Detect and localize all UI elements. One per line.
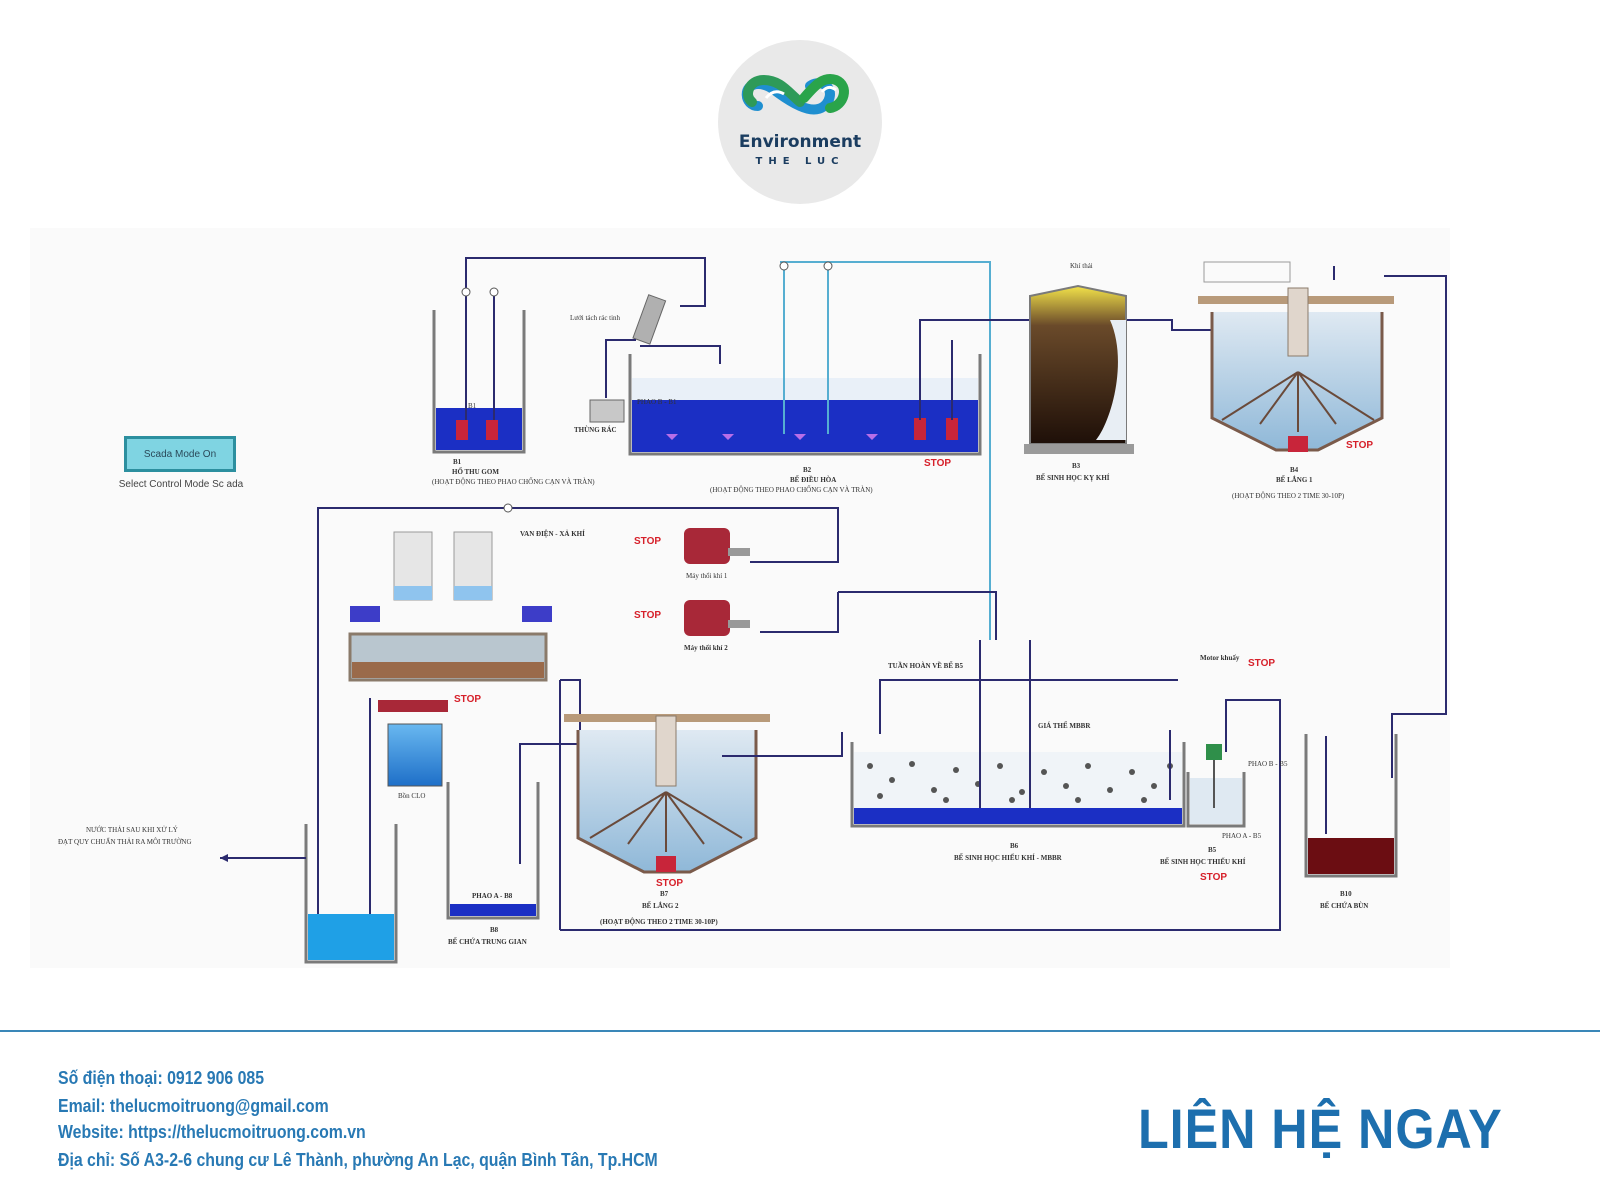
- label-exhaust: Khí thải: [1070, 262, 1093, 270]
- mixer-motor-icon: [1206, 744, 1222, 760]
- label-b1-tag: B1: [453, 458, 462, 466]
- valve-icon: [461, 287, 471, 297]
- tank-b6: [850, 742, 1186, 828]
- label-screen: Lưới tách rác tinh: [570, 314, 621, 322]
- logo-title: Environment: [738, 132, 862, 152]
- company-logo: Environment THE LUC: [718, 40, 882, 204]
- scada-mode-caption: Select Control Mode Sc ada: [118, 479, 244, 490]
- label-b8-name: BỂ CHỨA TRUNG GIAN: [448, 938, 527, 946]
- label-b3-tag: B3: [1072, 462, 1081, 470]
- contact-website[interactable]: Website: https://thelucmoitruong.com.vn: [58, 1122, 366, 1142]
- blower-1: [684, 528, 750, 564]
- infinity-leaf-icon: [741, 74, 849, 115]
- label-mixer-motor: Motor khuấy: [1200, 654, 1240, 662]
- blower-2: [684, 600, 750, 636]
- pipe-b1-screen: [465, 257, 706, 420]
- label-b8-tag: B8: [490, 926, 499, 934]
- label-b1-mode: (HOẠT ĐỘNG THEO PHAO CHỐNG CẠN VÀ TRÀN): [432, 478, 595, 486]
- label-recirculation: TUẦN HOÀN VỀ BỂ B5: [888, 662, 963, 670]
- label-b4-mode: (HOẠT ĐỘNG THEO 2 TIME 30-10P): [1232, 492, 1345, 500]
- label-b7-tag: B7: [660, 890, 669, 898]
- label-trash: THÙNG RÁC: [574, 426, 617, 434]
- stop-indicator-b4[interactable]: STOP: [1346, 440, 1374, 451]
- label-b3-name: BỂ SINH HỌC KỴ KHÍ: [1036, 474, 1110, 482]
- wastewater-process-diagram: [30, 228, 1450, 968]
- logo-subtitle: THE LUC: [755, 156, 845, 167]
- label-blower-1: Máy thổi khí 1: [686, 572, 728, 580]
- valve-icon: [489, 287, 499, 297]
- tank-b3: [1024, 284, 1134, 454]
- stop-indicator-mixer[interactable]: STOP: [1248, 658, 1276, 669]
- label-phao-b-b1: PHAO B - B1: [637, 398, 677, 406]
- tank-b10: [1304, 734, 1398, 878]
- dosing-unit: [348, 531, 552, 682]
- label-outflow-2: ĐẠT QUY CHUẨN THẢI RA MÔI TRƯỜNG: [58, 838, 192, 846]
- label-phao-b1: B1: [468, 402, 477, 410]
- tank-b1: [432, 310, 526, 454]
- tank-b7: [564, 714, 770, 874]
- tank-b2: [628, 354, 982, 456]
- tank-b5: [1186, 744, 1246, 828]
- label-b6-name: BỂ SINH HỌC HIẾU KHÍ - MBBR: [954, 854, 1062, 862]
- stop-indicator-b7[interactable]: STOP: [656, 878, 684, 889]
- contact-now-heading[interactable]: LIÊN HỆ NGAY: [1138, 1097, 1503, 1160]
- scada-mode-button[interactable]: Scada Mode On: [124, 436, 236, 472]
- valve-icon: [503, 503, 513, 513]
- contact-email[interactable]: Email: thelucmoitruong@gmail.com: [58, 1096, 329, 1116]
- label-b7-name: BỂ LẮNG 2: [642, 902, 679, 910]
- footer-divider: [0, 1030, 1600, 1032]
- contact-address: Địa chỉ: Số A3-2-6 chung cư Lê Thành, ph…: [58, 1150, 658, 1170]
- label-phao-a-b8: PHAO A - B8: [472, 892, 513, 900]
- label-b2-tag: B2: [803, 466, 812, 474]
- label-b4-tag: B4: [1290, 466, 1299, 474]
- pipe-return: [560, 699, 1281, 931]
- tank-b4: [1198, 261, 1394, 452]
- pipe-b2-b3: [919, 319, 1226, 420]
- tank-b8: [446, 782, 540, 920]
- pipe-air-main: [317, 507, 839, 916]
- trash-bin-icon: [589, 399, 625, 423]
- stop-indicator-blower-1[interactable]: STOP: [634, 536, 662, 547]
- label-b5-tag: B5: [1208, 846, 1217, 854]
- label-b7-mode: (HOẠT ĐỘNG THEO 2 TIME 30-10P): [600, 918, 718, 926]
- label-vent-valve: VAN ĐIỆN - XẢ KHÍ: [520, 530, 585, 538]
- label-b2-name: BỂ ĐIỀU HÒA: [790, 476, 837, 484]
- air-pipe: [780, 261, 991, 640]
- stop-indicator-blower-2[interactable]: STOP: [634, 610, 662, 621]
- label-b1-name: HỐ THU GOM: [452, 468, 499, 476]
- fine-screen: [589, 294, 667, 423]
- label-chlorine: Bồn CLO: [398, 792, 426, 800]
- stop-indicator-b5[interactable]: STOP: [1200, 872, 1228, 883]
- label-b5-name: BỂ SINH HỌC THIẾU KHÍ: [1160, 858, 1246, 866]
- label-phao-a-b5: PHAO A - B5: [1222, 832, 1262, 840]
- tank-discharge: [304, 824, 398, 964]
- label-b4-name: BỂ LẮNG 1: [1276, 476, 1313, 484]
- stop-indicator-b2[interactable]: STOP: [924, 458, 952, 469]
- label-b10-name: BỂ CHỨA BÙN: [1320, 902, 1369, 910]
- label-mbbr-media: GIÁ THỂ MBBR: [1038, 722, 1091, 730]
- label-outflow-1: NƯỚC THẢI SAU KHI XỬ LÝ: [86, 826, 178, 834]
- label-b10-tag: B10: [1340, 890, 1352, 898]
- label-blower-2: Máy thổi khí 2: [684, 644, 728, 652]
- stop-indicator-dosing[interactable]: STOP: [454, 694, 482, 705]
- pipe-b4-b10: [1384, 275, 1447, 778]
- label-b6-tag: B6: [1010, 842, 1019, 850]
- label-b2-mode: (HOẠT ĐỘNG THEO PHAO CHỐNG CẠN VÀ TRÀN): [710, 486, 873, 494]
- chlorine-tank: [378, 700, 448, 787]
- label-phao-b-b5: PHAO B - B5: [1248, 760, 1288, 768]
- contact-phone[interactable]: Số điện thoại: 0912 906 085: [58, 1068, 265, 1088]
